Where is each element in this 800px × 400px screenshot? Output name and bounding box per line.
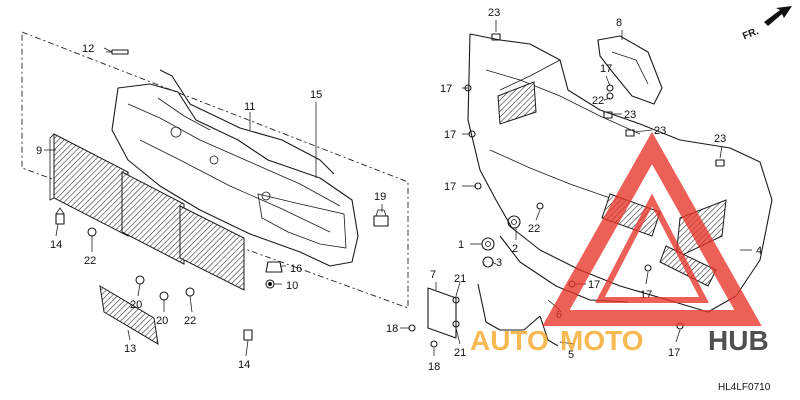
- watermark-word-auto: AUTO: [470, 325, 549, 356]
- callout-8: 8: [616, 17, 622, 29]
- part-9-grille: [49, 133, 245, 291]
- part-23-bolts: [491, 33, 725, 167]
- callout-17-c: 17: [444, 181, 456, 193]
- callout-10: 10: [286, 280, 298, 292]
- callout-labels: 9 12 15 11 14 22 20 20 22 13 14 16 10 19…: [36, 7, 762, 373]
- callout-17-e: 17: [588, 279, 600, 291]
- part-18-bolts: [408, 324, 438, 348]
- callout-23-b: 23: [624, 109, 636, 121]
- callout-22-b: 22: [184, 315, 196, 327]
- part-20-clip-a: [135, 275, 145, 285]
- part-20-clip-b: [159, 291, 169, 301]
- callout-18-b: 18: [428, 361, 440, 373]
- part-1-clamp: [481, 237, 495, 251]
- callout-17-b: 17: [444, 129, 456, 141]
- callout-20-b: 20: [156, 315, 168, 327]
- callout-22-c: 22: [592, 95, 604, 107]
- callout-9: 9: [36, 145, 42, 157]
- part-5-cable: [477, 283, 559, 347]
- callout-19: 19: [374, 191, 386, 203]
- part-8-bracket: [597, 35, 663, 105]
- callout-12: 12: [82, 43, 94, 55]
- assembly-frame: [21, 31, 409, 309]
- callout-17-d: 17: [600, 63, 612, 75]
- part-4-mesh-upper: [497, 81, 537, 125]
- watermark-word-hub: HUB: [708, 325, 769, 356]
- part-12-bolt: [106, 49, 129, 55]
- part-4-frame-housing: [467, 33, 773, 313]
- leader-lines: [44, 20, 752, 357]
- callout-23-a: 23: [488, 7, 500, 19]
- part-22-clip-a: [87, 227, 97, 237]
- part-11-rod: [159, 69, 335, 175]
- callout-3: 3: [496, 257, 502, 269]
- part-22-clips-right: [536, 92, 614, 210]
- part-22-clip-b: [185, 287, 195, 297]
- callout-22-left: 22: [84, 255, 96, 267]
- callout-18-a: 18: [386, 323, 398, 335]
- part-7-plate: [427, 287, 457, 339]
- watermark-word-moto: MOTO: [560, 325, 643, 356]
- part-3-clamp: [482, 256, 494, 268]
- callout-4: 4: [756, 245, 762, 257]
- callout-14-upper: 14: [50, 239, 62, 251]
- callout-16: 16: [290, 263, 302, 275]
- callout-14-lower: 14: [238, 359, 250, 371]
- callout-15: 15: [310, 89, 322, 101]
- part-14-bolt-lower: [243, 329, 253, 341]
- callout-22-d: 22: [528, 223, 540, 235]
- callout-20-a: 20: [130, 299, 142, 311]
- callout-17-a: 17: [440, 83, 452, 95]
- part-15-duct-housing: [111, 83, 359, 267]
- part-13-screen: [99, 285, 159, 345]
- callout-1: 1: [458, 239, 464, 251]
- callout-13: 13: [124, 343, 136, 355]
- part-2-clamp: [507, 215, 521, 229]
- callout-17-g: 17: [668, 347, 680, 359]
- callout-23-c: 23: [654, 125, 666, 137]
- fr-arrow-icon: [764, 6, 792, 26]
- part-14-bolt-upper: [55, 207, 65, 225]
- watermark-triangle-icon: [542, 131, 762, 326]
- part-21-bolts: [452, 296, 460, 328]
- callout-21-b: 21: [454, 347, 466, 359]
- callout-7: 7: [430, 269, 436, 281]
- fr-label: FR.: [741, 26, 760, 42]
- watermark-logo: AUTO MOTO HUB: [470, 131, 769, 356]
- callout-2: 2: [512, 243, 518, 255]
- part-19-cap: [373, 209, 389, 227]
- callout-23-d: 23: [714, 133, 726, 145]
- diagram-code: HL4LF0710: [718, 382, 771, 393]
- callout-11: 11: [244, 101, 255, 113]
- part-10-nut: [265, 279, 275, 289]
- front-direction-indicator: FR.: [741, 6, 792, 42]
- callout-21-a: 21: [454, 273, 466, 285]
- part-16-grommet: [265, 261, 283, 273]
- callout-5: 5: [568, 349, 574, 361]
